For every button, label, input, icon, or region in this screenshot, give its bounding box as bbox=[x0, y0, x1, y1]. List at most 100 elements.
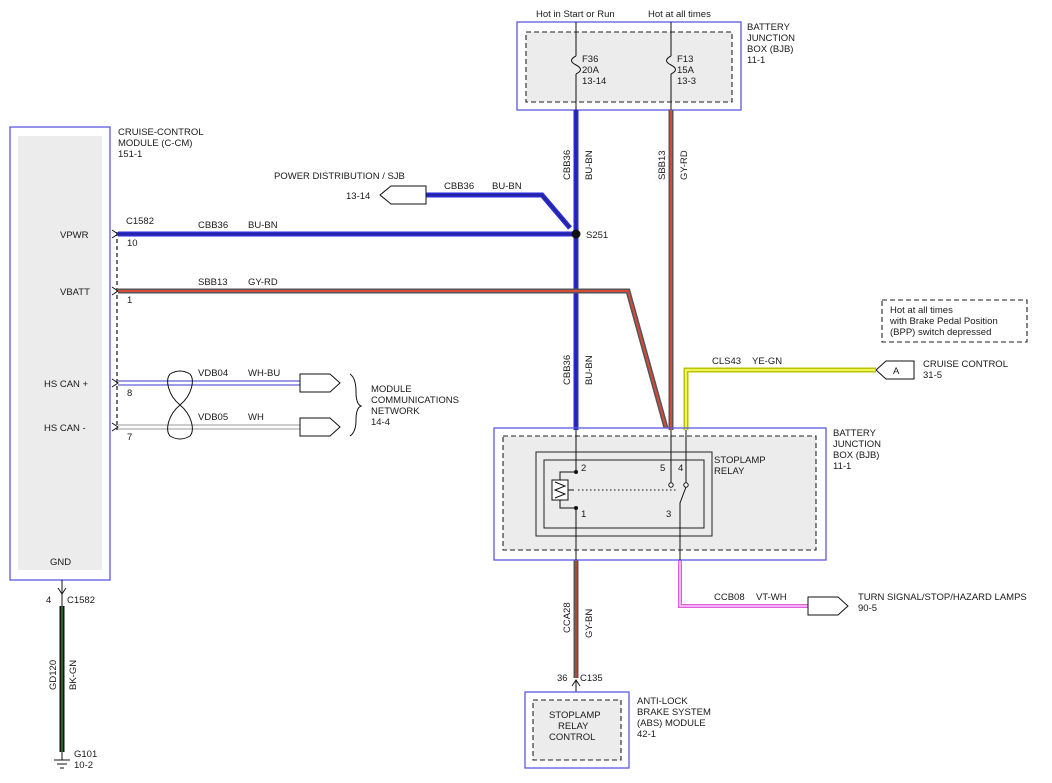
ccm-connector-label: C1582 bbox=[126, 216, 154, 227]
wire-vdb05 bbox=[118, 424, 300, 430]
turn-signal-line-2: 90-5 bbox=[858, 603, 877, 614]
network-line-4: 14-4 bbox=[371, 417, 390, 428]
bjb-bottom: BATTERY JUNCTION BOX (BJB) 11-1 STOPLAMP… bbox=[493, 427, 881, 561]
turn-signal-connector bbox=[807, 596, 849, 616]
label-gy-bn: GY-BN bbox=[584, 609, 595, 638]
fuse-f36-name: F36 bbox=[582, 54, 598, 65]
bpp-note-line-1: Hot at all times bbox=[890, 305, 953, 316]
bjb-top-title-2: JUNCTION bbox=[747, 33, 795, 44]
ccm-pin-vbatt: VBATT bbox=[60, 287, 90, 298]
ccm-pin-hscan-plus: HS CAN + bbox=[44, 379, 89, 390]
label-vdb05: VDB05 bbox=[198, 412, 228, 423]
relay-label-1: STOPLAMP bbox=[714, 455, 766, 466]
ccm-pin-num-10: 10 bbox=[127, 238, 138, 249]
label-sbb13-vbatt: SBB13 bbox=[198, 277, 228, 288]
label-cca28: CCA28 bbox=[562, 602, 573, 633]
abs-dashed bbox=[532, 699, 622, 761]
abs-title-1: ANTI-LOCK bbox=[637, 696, 688, 707]
label-sbb13-vertical: SBB13 bbox=[657, 150, 668, 180]
label-ccb08: CCB08 bbox=[714, 592, 745, 603]
bjb-bottom-title-1: BATTERY bbox=[833, 428, 877, 439]
network-line-3: NETWORK bbox=[371, 406, 420, 417]
abs-title-4: 42-1 bbox=[637, 729, 656, 740]
twisted-pair-symbol bbox=[167, 373, 193, 437]
label-vt-wh: VT-WH bbox=[756, 592, 787, 603]
bpp-note-line-2: with Brake Pedal Position bbox=[889, 316, 998, 327]
label-bu-bn-lower: BU-BN bbox=[584, 355, 595, 385]
network-line-1: MODULE bbox=[371, 384, 412, 395]
relay-pin-1: 1 bbox=[581, 509, 586, 520]
label-gy-rd-vbatt: GY-RD bbox=[248, 277, 278, 288]
cruise-control-line-2: 31-5 bbox=[923, 370, 942, 381]
network-connector-hscan-plus bbox=[299, 373, 341, 393]
bjb-bottom-dashed bbox=[502, 435, 817, 551]
bpp-note-box bbox=[881, 299, 1028, 343]
ccm-title-3: 151-1 bbox=[118, 149, 142, 160]
abs-title-2: BRAKE SYSTEM bbox=[637, 707, 711, 718]
ground-pin-chevron bbox=[57, 580, 67, 606]
wire-cbb36-power-dist bbox=[426, 192, 572, 230]
network-connector-hscan-minus bbox=[299, 417, 341, 437]
bjb-top-dashed bbox=[525, 31, 733, 103]
fuse-f13-ref: 13-3 bbox=[677, 76, 696, 87]
label-cbb36-pd: CBB36 bbox=[444, 181, 474, 192]
ccm-title-2: MODULE (C-CM) bbox=[118, 138, 192, 149]
label-cbb36-upper: CBB36 bbox=[562, 150, 573, 180]
label-cbb36-lower: CBB36 bbox=[562, 355, 573, 385]
power-distribution-label: POWER DISTRIBUTION / SJB bbox=[274, 171, 405, 182]
relay-label-2: RELAY bbox=[714, 466, 745, 477]
relay-pin-4: 4 bbox=[678, 463, 683, 474]
bjb-top-title-1: BATTERY bbox=[747, 22, 791, 33]
bjb-bottom-outer bbox=[493, 427, 827, 561]
fuse-f13-rating: 15A bbox=[677, 65, 695, 76]
cruise-control-module: CRUISE-CONTROL MODULE (C-CM) 151-1 VPWR … bbox=[9, 126, 204, 581]
wire-ccb08-stripe bbox=[679, 560, 808, 607]
abs-inner-1: STOPLAMP bbox=[549, 710, 601, 721]
relay-pin-3: 3 bbox=[666, 509, 671, 520]
ccm-inner bbox=[18, 136, 102, 570]
ccm-pin-vpwr: VPWR bbox=[60, 230, 89, 241]
wire-sbb13-vbatt-stripe bbox=[118, 290, 667, 429]
label-vdb04: VDB04 bbox=[198, 368, 228, 379]
abs-inner-2: RELAY bbox=[558, 721, 589, 732]
power-distribution-connector bbox=[379, 185, 427, 205]
bjb-top-title-4: 11-1 bbox=[747, 55, 765, 66]
label-ye-gn: YE-GN bbox=[752, 356, 782, 367]
network-brace bbox=[349, 373, 363, 437]
bjb-top-fill bbox=[526, 32, 732, 102]
twisted-pair-caps bbox=[169, 370, 191, 440]
relay-coil-wiring bbox=[559, 430, 577, 560]
wire-cls43-stripe bbox=[685, 369, 876, 430]
fuse-f13-icon bbox=[666, 55, 676, 75]
abs-connector: C135 bbox=[580, 673, 603, 684]
cruise-control-connector-letter: A bbox=[893, 366, 900, 377]
ccm-pin-num-7: 7 bbox=[127, 432, 132, 443]
label-bk-gn: BK-GN bbox=[68, 660, 79, 690]
ccm-pin-hscan-minus: HS CAN - bbox=[44, 423, 86, 434]
fuse-f36-ref: 13-14 bbox=[582, 76, 606, 87]
relay-coil-winding bbox=[553, 481, 567, 499]
label-wh-bu: WH-BU bbox=[248, 368, 280, 379]
label-bu-bn-pd: BU-BN bbox=[492, 181, 522, 192]
splice-s251-label: S251 bbox=[586, 230, 608, 241]
relay-pin-4-contact bbox=[683, 482, 689, 488]
bjb-bottom-fill bbox=[503, 436, 816, 550]
ccm-outer bbox=[9, 126, 111, 581]
wire-cbb36-power-dist-center bbox=[426, 194, 571, 229]
abs-module: 36 C135 STOPLAMP RELAY CONTROL ANTI-LOCK… bbox=[524, 673, 711, 769]
label-cbb36-vpwr: CBB36 bbox=[198, 220, 228, 231]
wire-cls43 bbox=[683, 367, 876, 430]
abs-title-3: (ABS) MODULE bbox=[637, 718, 706, 729]
power-distribution-ref: 13-14 bbox=[346, 191, 370, 202]
label-hot-start-run: Hot in Start or Run bbox=[536, 9, 615, 20]
ground-connector: C1582 bbox=[67, 595, 95, 606]
ground-ref: 10-2 bbox=[74, 760, 93, 771]
label-gd120: GD120 bbox=[48, 660, 59, 690]
ccm-pin-num-1: 1 bbox=[127, 295, 132, 306]
abs-outer bbox=[524, 691, 630, 769]
ground-name: G101 bbox=[74, 749, 97, 760]
turn-signal-line-1: TURN SIGNAL/STOP/HAZARD LAMPS bbox=[858, 592, 1027, 603]
splice-s251-dot bbox=[571, 229, 581, 239]
network-line-2: COMMUNICATIONS bbox=[371, 395, 459, 406]
